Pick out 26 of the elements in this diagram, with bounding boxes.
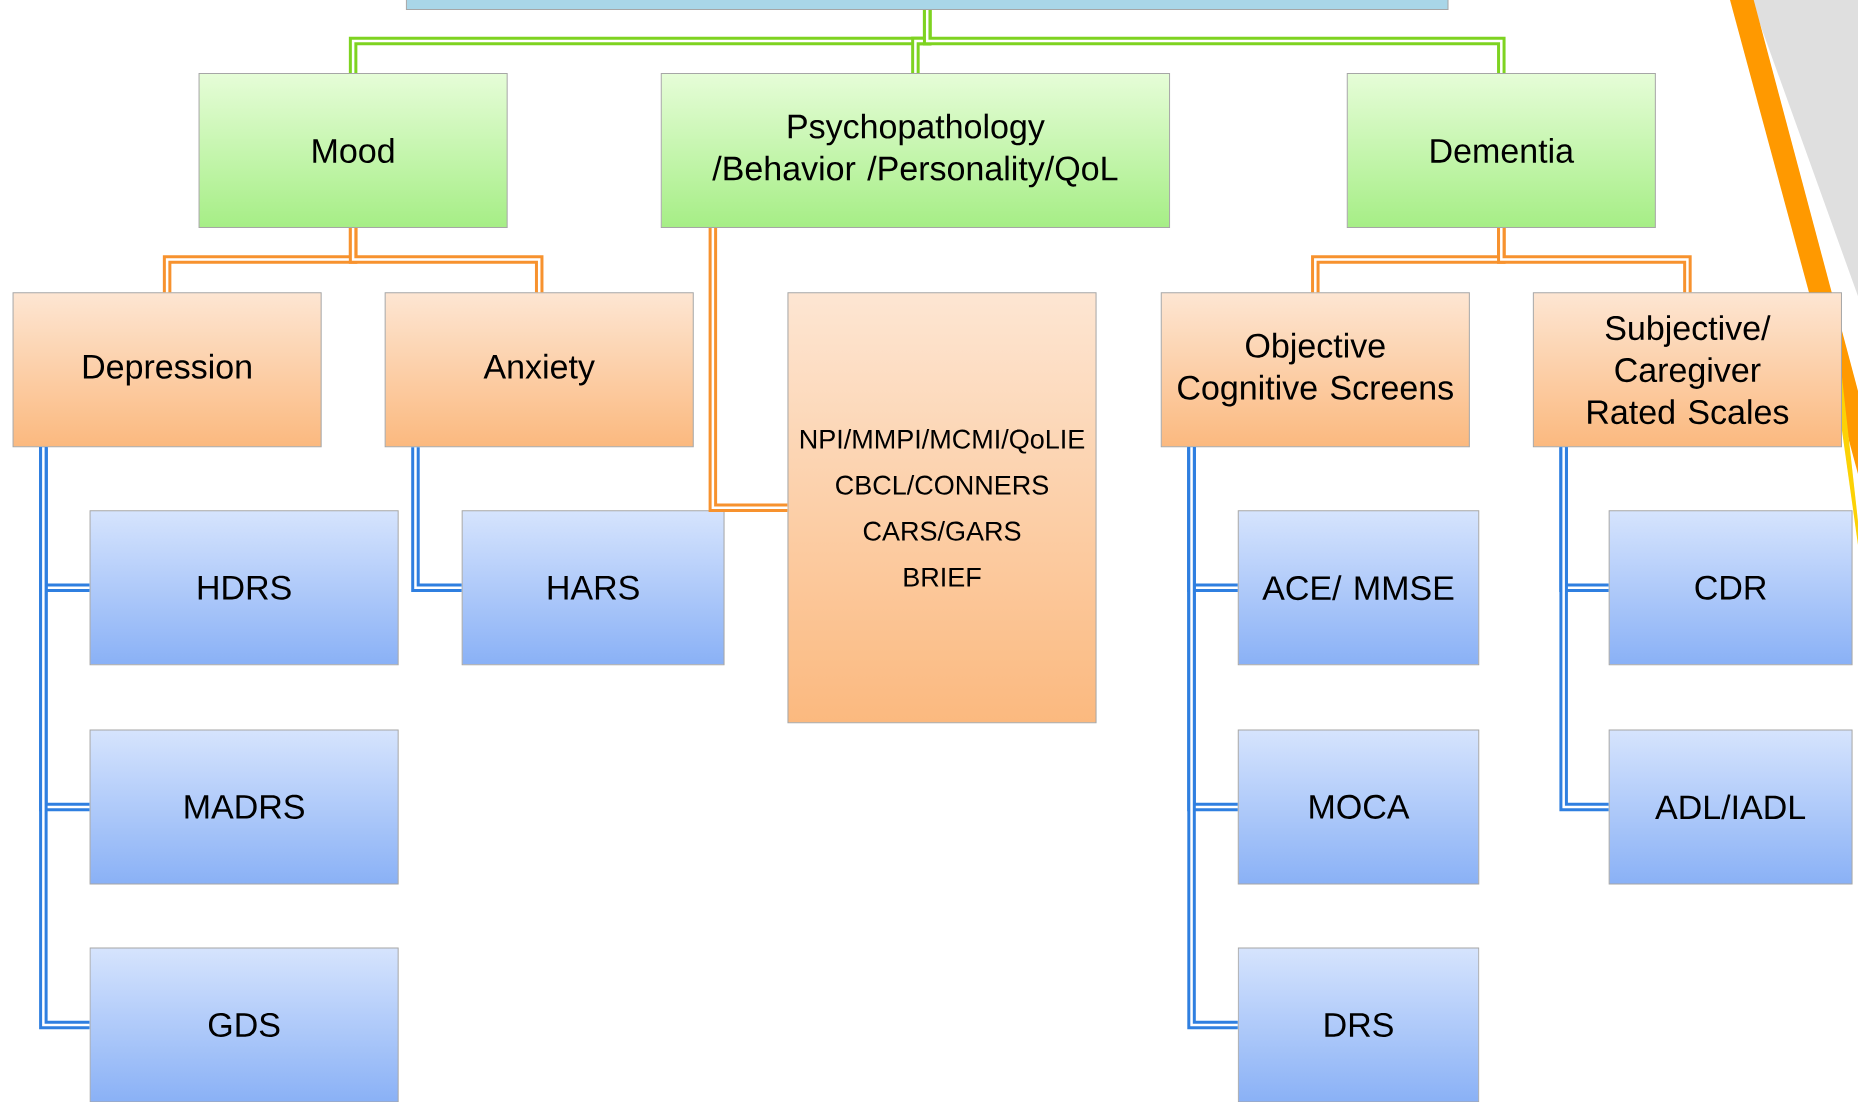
scale-box: HDRS	[89, 510, 399, 666]
connector-line	[348, 228, 544, 293]
scale-box: GDS	[89, 947, 399, 1102]
subcategory-box: Objective Cognitive Screens	[1160, 292, 1470, 448]
connector-line	[708, 228, 788, 512]
subcategory-box: Depression	[12, 292, 322, 448]
subcategory-box: Subjective/ Caregiver Rated Scales	[1532, 292, 1842, 448]
subcategory-box: Anxiety	[384, 292, 694, 448]
scale-box: HARS	[461, 510, 725, 666]
connector-line	[1187, 447, 1238, 1030]
scale-box: MOCA	[1237, 729, 1480, 885]
category-box: Mood	[198, 73, 508, 228]
scale-box: ACE/ MMSE	[1237, 510, 1480, 666]
connector-line	[39, 447, 90, 1030]
header-box	[405, 0, 1449, 10]
connector-line	[922, 10, 1506, 73]
category-box: Psychopathology /Behavior /Personality/QoL	[660, 73, 1171, 228]
connector-line	[1559, 447, 1609, 812]
scale-box: ADL/IADL	[1608, 729, 1853, 885]
scale-box: DRS	[1237, 947, 1480, 1102]
scale-box: CDR	[1608, 510, 1853, 666]
connector-line	[1497, 228, 1692, 293]
scale-box: MADRS	[89, 729, 399, 885]
subcategory-box: NPI/MMPI/MCMI/QoLIE CBCL/CONNERS CARS/GARS BRIEF	[787, 292, 1097, 724]
connector-line	[411, 447, 462, 592]
category-box: Dementia	[1346, 73, 1656, 228]
